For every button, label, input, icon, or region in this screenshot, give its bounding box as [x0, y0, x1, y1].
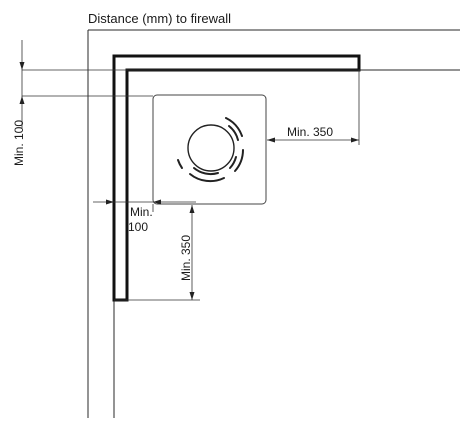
dimension-corner-gap: Min. 100	[93, 199, 196, 234]
firewall-outline	[87, 29, 460, 418]
stove-top-view-icon	[177, 117, 244, 183]
front-clearance-label: Min. 350	[179, 235, 193, 281]
side-clearance-label: Min. 350	[287, 125, 333, 139]
left-clearance-label: Min. 100	[12, 120, 26, 166]
dimension-front-clearance: Min. 350	[114, 205, 200, 301]
stove-footprint	[152, 94, 267, 205]
dimension-left-clearance: Min. 100	[12, 40, 360, 166]
corner-gap-label-line1: Min.	[130, 205, 153, 219]
corner-gap-label-line2: 100	[128, 220, 148, 234]
diagram-title: Distance (mm) to firewall	[88, 11, 231, 26]
dimension-side-clearance: Min. 350	[267, 70, 360, 145]
inner-reference-lines	[113, 69, 460, 418]
